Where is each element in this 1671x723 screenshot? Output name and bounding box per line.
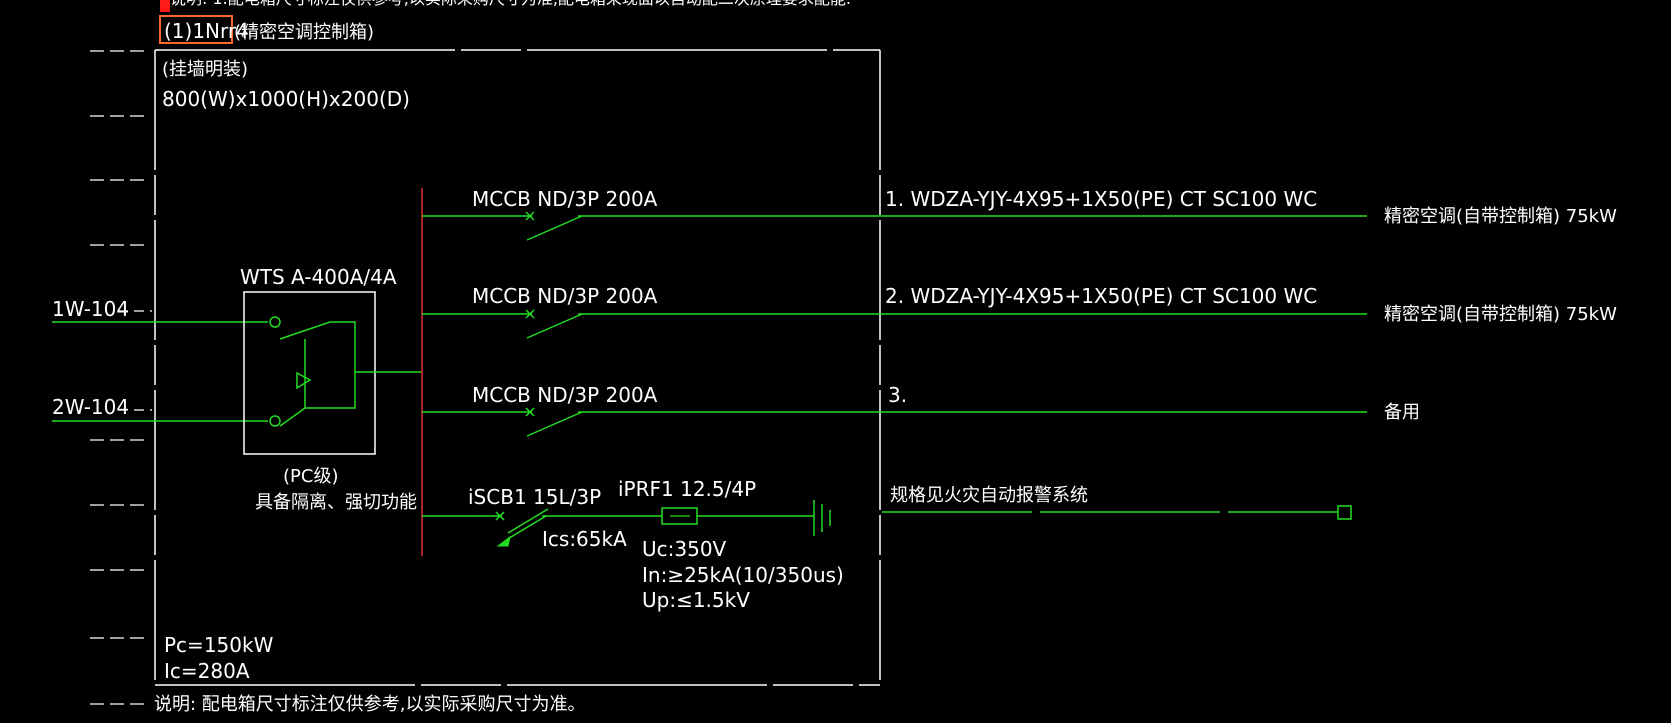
panel-pc: Pc=150kW: [164, 633, 274, 657]
terminal-box-icon: [1337, 505, 1352, 520]
load-label-1: 精密空调(自带控制箱) 75kW: [1384, 206, 1617, 227]
panel-id-highlight[interactable]: [159, 15, 233, 44]
load-label-3: 备用: [1384, 402, 1420, 423]
panel-ic: Ic=280A: [164, 659, 250, 683]
spd-breaker-rating: Ics:65kA: [542, 527, 627, 551]
incoming-label-1: 1W-104: [52, 297, 129, 321]
ats-class: (PC级): [283, 466, 338, 487]
circuit-label-1: 1. WDZA-YJY-4X95+1X50(PE) CT SC100 WC: [885, 187, 1317, 211]
spd-up: Up:≤1.5kV: [642, 588, 750, 612]
spd-model: iPRF1 12.5/4P: [618, 477, 756, 501]
panel-id: (1)1Nrr4: [164, 19, 249, 43]
outgoing-circuit-2[interactable]: MCCB ND/3P 200A 2. WDZA-YJY-4X95+1X50(PE…: [422, 284, 1617, 339]
outgoing-circuit-3[interactable]: MCCB ND/3P 200A 3. 备用: [422, 383, 1420, 437]
panel-mounting: (挂墙明装): [162, 59, 248, 80]
ats-feature: 具备隔离、强切功能: [255, 492, 417, 513]
incoming-feeder-1: 1W-104: [52, 297, 268, 323]
breaker-label-1: MCCB ND/3P 200A: [472, 187, 658, 211]
spd-breaker-label: iSCB1 15L/3P: [468, 485, 601, 509]
incoming-label-2: 2W-104: [52, 395, 129, 419]
circuit-label-2: 2. WDZA-YJY-4X95+1X50(PE) CT SC100 WC: [885, 284, 1317, 308]
spd-circuit[interactable]: iSCB1 15L/3P Ics:65kA iPRF1 12.5/4P Uc:3…: [422, 477, 1352, 612]
ats-switch[interactable]: WTS A-400A/4A (PC级) 具备隔离、强切功能: [240, 265, 422, 513]
breaker-label-3: MCCB ND/3P 200A: [472, 383, 658, 407]
panel-note: 说明: 配电箱尺寸标注仅供参考,以实际采购尺寸为准。: [154, 694, 586, 715]
circuit-label-3: 3.: [888, 383, 907, 407]
load-label-2: 精密空调(自带控制箱) 75kW: [1384, 304, 1617, 325]
breaker-label-2: MCCB ND/3P 200A: [472, 284, 658, 308]
spd-in: In:≥25kA(10/350us): [642, 563, 844, 587]
panel-name: (精密空调控制箱): [234, 22, 374, 43]
selection-marker: [160, 0, 170, 12]
outgoing-circuit-1[interactable]: MCCB ND/3P 200A 1. WDZA-YJY-4X95+1X50(PE…: [422, 187, 1617, 241]
incoming-feeder-2: 2W-104: [52, 395, 268, 422]
trip-arrow-icon: [496, 535, 511, 547]
spd-uc: Uc:350V: [642, 537, 727, 561]
top-note: 说明: 1.配电箱尺寸标注仅供参考,以实际采购尺寸为准,配电箱采现面以自动配二次…: [170, 0, 851, 8]
ground-icon: [813, 500, 831, 536]
ats-model: WTS A-400A/4A: [240, 265, 397, 289]
panel-dimensions: 800(W)x1000(H)x200(D): [162, 87, 410, 111]
left-margin-dashes: [90, 50, 150, 705]
spd-note: 规格见火灾自动报警系统: [890, 485, 1088, 506]
